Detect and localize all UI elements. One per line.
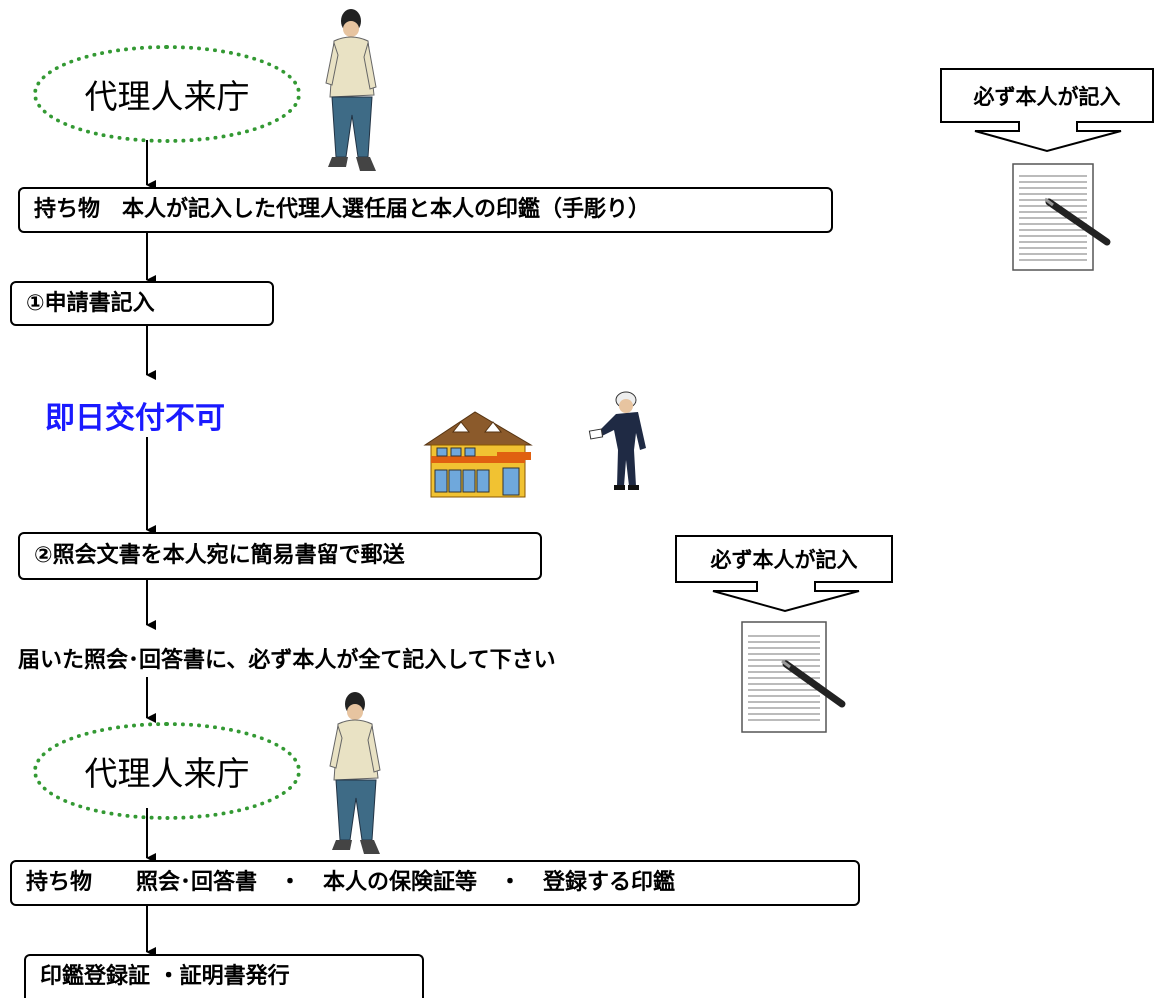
instruction-note: 届いた照会･回答書に、必ず本人が全て記入して下さい xyxy=(18,648,556,673)
visit-label-1: 代理人来庁 xyxy=(84,77,250,116)
document-pen-icon xyxy=(1012,163,1111,271)
postman-icon xyxy=(588,391,646,490)
step-mail-label: ②照会文書を本人宛に簡易書留で郵送 xyxy=(34,543,405,568)
callout-arrow-top xyxy=(974,121,1122,153)
person-icon xyxy=(325,9,377,171)
final-issuance-label: 印鑑登録証 ・証明書発行 xyxy=(40,964,290,989)
belongings-label-1: 持ち物 本人が記入した代理人選任届と本人の印鑑（手彫り） xyxy=(34,197,651,222)
belongings-box-2: 持ち物 照会･回答書 ・ 本人の保険証等 ・ 登録する印鑑 xyxy=(10,860,860,906)
step-application-box: ①申請書記入 xyxy=(10,281,274,326)
document-pen-icon xyxy=(741,621,846,733)
step-mail-box: ②照会文書を本人宛に簡易書留で郵送 xyxy=(18,532,542,580)
final-issuance-box: 印鑑登録証 ・証明書発行 xyxy=(24,954,424,998)
same-day-notice: 即日交付不可 xyxy=(45,401,225,436)
visit-label-2: 代理人来庁 xyxy=(84,754,250,793)
callout-label-top: 必ず本人が記入 xyxy=(973,84,1121,109)
callout-sign-top: 必ず本人が記入 xyxy=(940,68,1154,123)
visit-oval-2: 代理人来庁 xyxy=(33,722,301,820)
belongings-box-1: 持ち物 本人が記入した代理人選任届と本人の印鑑（手彫り） xyxy=(18,187,833,233)
step-application-label: ①申請書記入 xyxy=(26,290,155,316)
person-icon xyxy=(329,692,381,854)
callout-arrow-middle xyxy=(712,581,860,613)
belongings-label-2: 持ち物 照会･回答書 ・ 本人の保険証等 ・ 登録する印鑑 xyxy=(26,870,676,895)
callout-label-middle: 必ず本人が記入 xyxy=(710,548,858,572)
visit-oval-1: 代理人来庁 xyxy=(33,45,301,143)
house-icon xyxy=(423,411,533,498)
callout-sign-middle: 必ず本人が記入 xyxy=(675,535,893,583)
